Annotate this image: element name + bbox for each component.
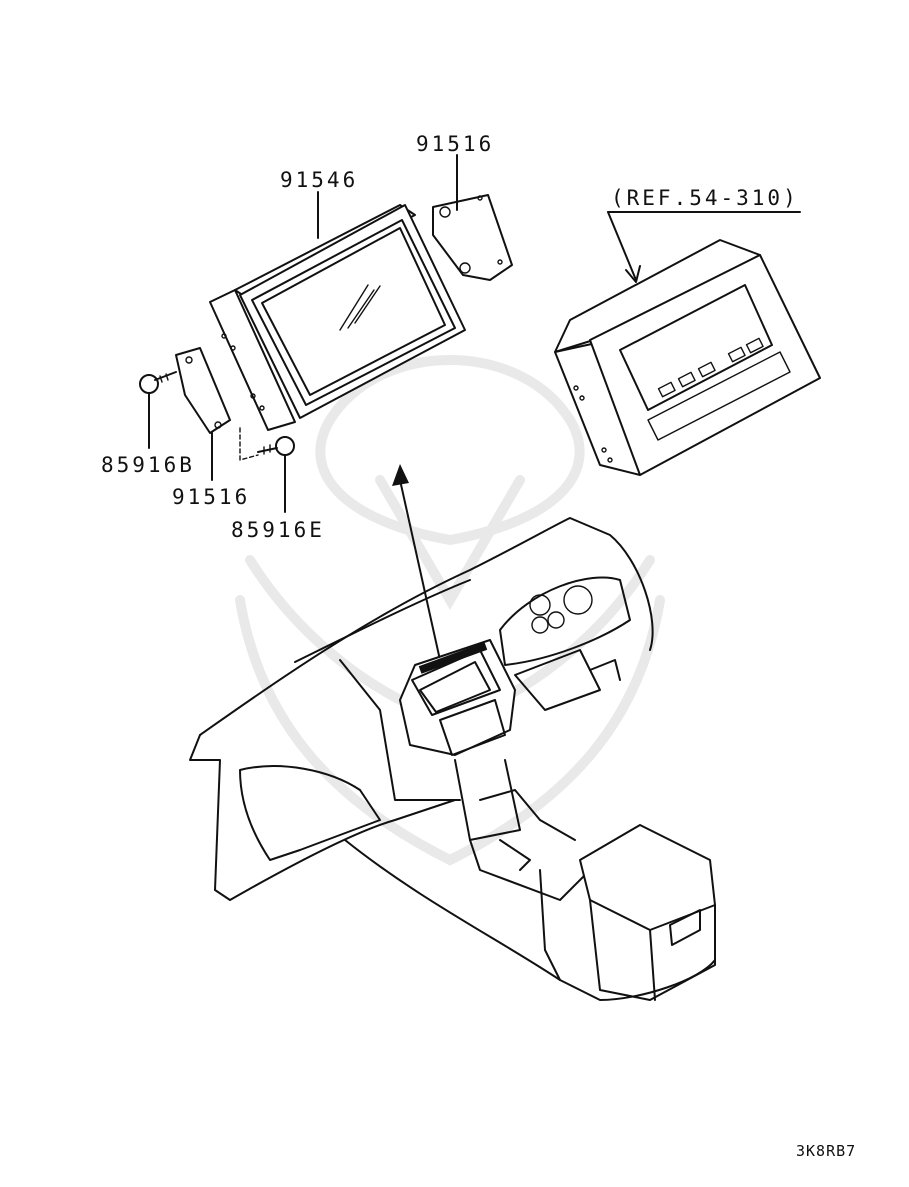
display-unit-91546 (209, 191, 466, 431)
bracket-left-91516 (175, 347, 231, 481)
label-display-unit: 91546 (280, 168, 359, 192)
bracket-right-91516 (432, 154, 513, 281)
install-arrow (392, 464, 441, 661)
watermark (235, 355, 665, 866)
screw-85916e (239, 427, 295, 513)
label-bracket-left: 91516 (172, 485, 251, 509)
reference-unit (554, 211, 821, 476)
diagram-code: 3K8RB7 (796, 1142, 857, 1160)
label-reference: (REF.54-310) (611, 186, 799, 210)
label-screw-e: 85916E (231, 518, 325, 542)
label-bracket-right: 91516 (416, 132, 495, 156)
screw-85916b (139, 371, 177, 449)
label-screw-b: 85916B (101, 453, 195, 477)
dashboard (189, 517, 716, 1001)
